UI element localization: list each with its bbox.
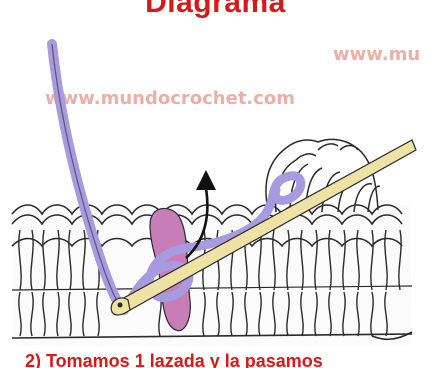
step-caption: 2) Tomamos 1 lazada y la pasamos xyxy=(25,350,323,368)
